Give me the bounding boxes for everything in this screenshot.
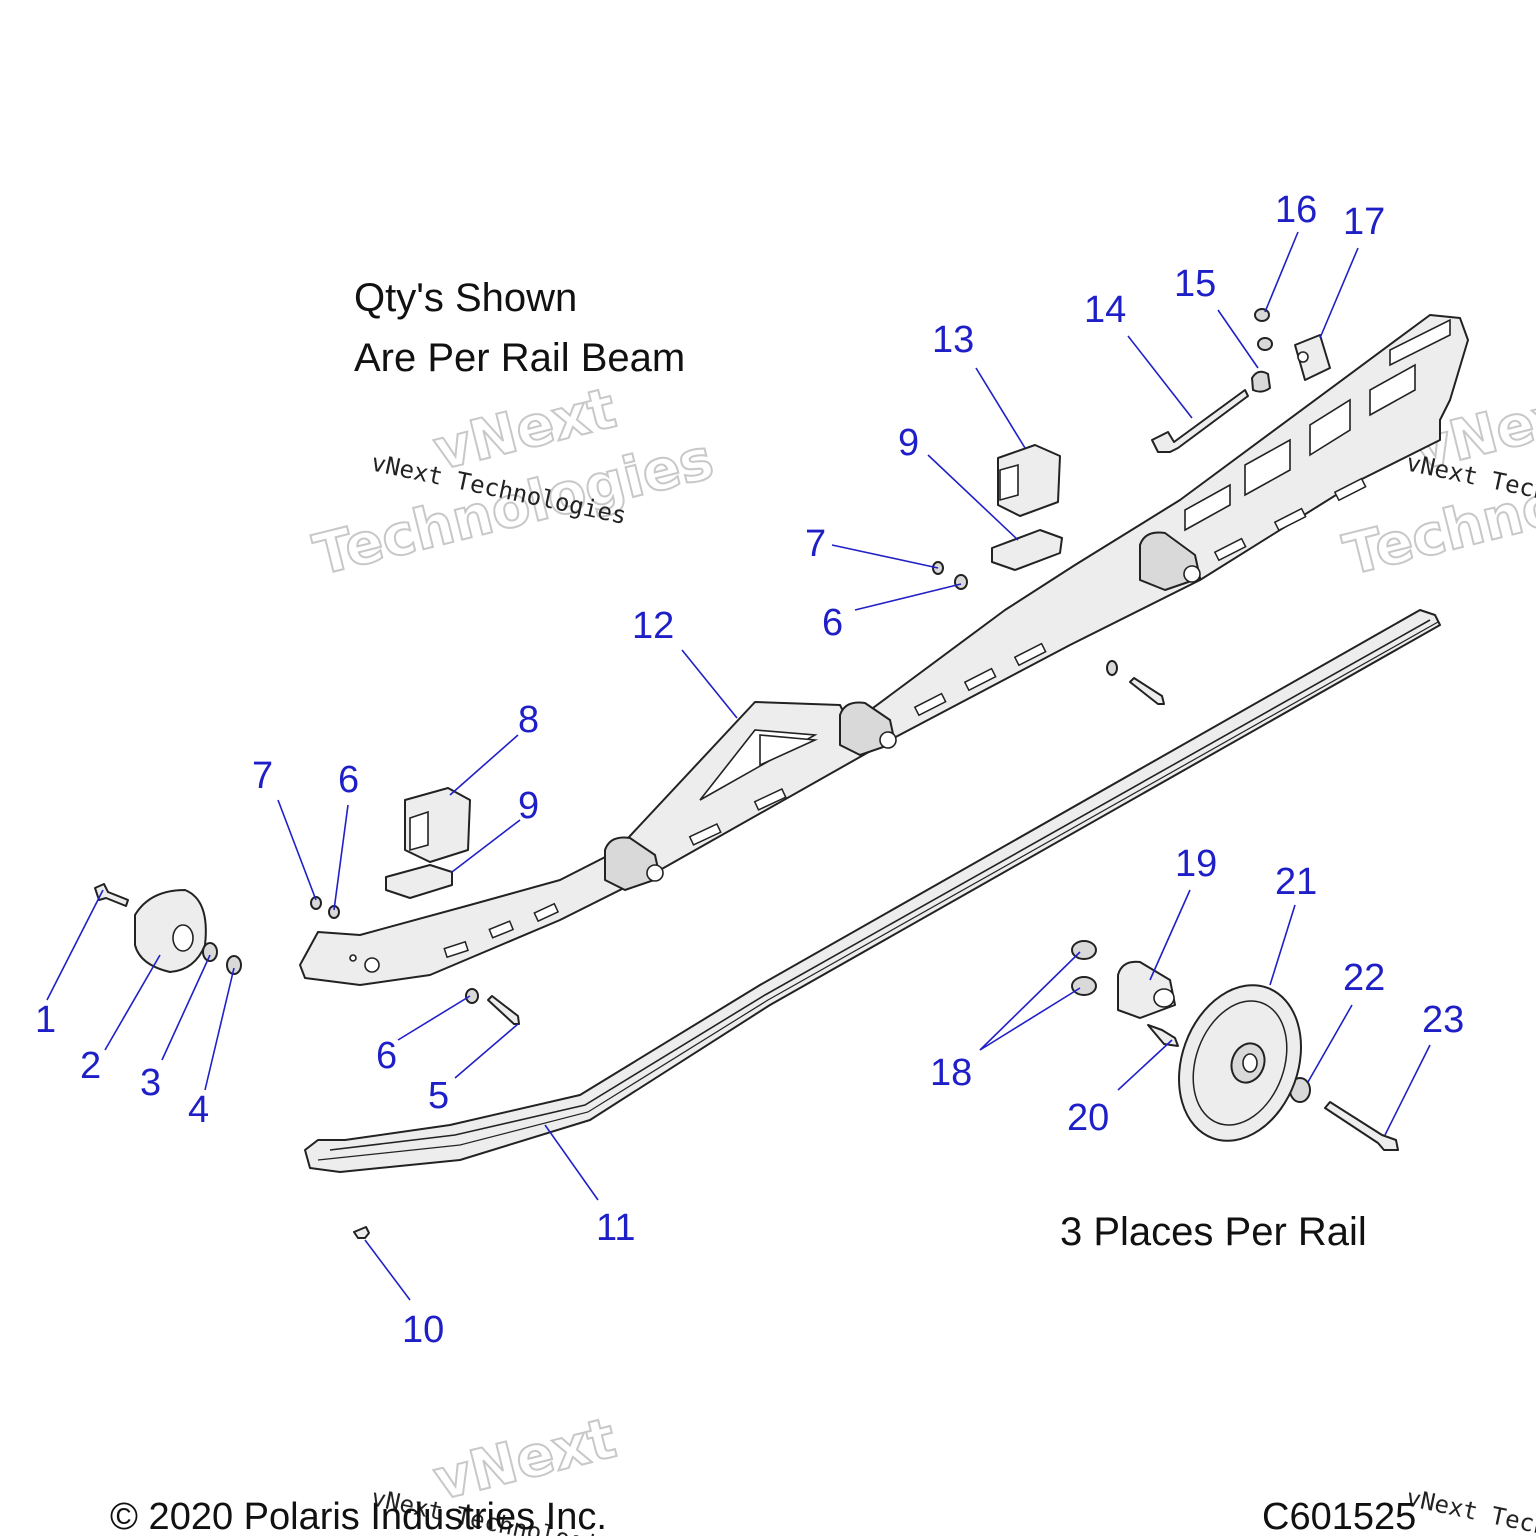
wear-blocks <box>385 444 1063 899</box>
watermark: vNext Technologies vNext Technologies vN… <box>307 375 1536 1536</box>
callout-17: 17 <box>1343 201 1385 243</box>
leader-lines <box>46 231 1431 1301</box>
callout-22: 22 <box>1343 957 1385 999</box>
copyright: © 2020 Polaris Industries Inc. <box>110 1496 607 1538</box>
callout-7-front: 7 <box>252 755 273 797</box>
callout-4: 4 <box>188 1089 209 1131</box>
callout-2: 2 <box>80 1045 101 1087</box>
callout-9-front: 9 <box>518 785 539 827</box>
diagram-code: C601525 <box>1262 1496 1417 1538</box>
qty-note-line1: Qty's Shown <box>354 276 578 320</box>
places-note: 3 Places Per Rail <box>1060 1210 1367 1254</box>
callout-5: 5 <box>428 1075 449 1117</box>
callout-1: 1 <box>35 999 56 1041</box>
callout-8: 8 <box>518 699 539 741</box>
callout-14: 14 <box>1084 289 1126 331</box>
callout-13: 13 <box>932 319 974 361</box>
callout-19: 19 <box>1175 843 1217 885</box>
hardware <box>94 308 1399 1239</box>
callout-16: 16 <box>1275 189 1317 231</box>
slide-strip <box>304 609 1441 1173</box>
callout-21: 21 <box>1275 861 1317 903</box>
callout-10: 10 <box>402 1309 444 1351</box>
callout-18: 18 <box>930 1052 972 1094</box>
callout-11: 11 <box>596 1207 635 1249</box>
callout-7-upper: 7 <box>805 523 826 565</box>
idler-assembly <box>1117 960 1302 1142</box>
callout-6-mid: 6 <box>376 1035 397 1077</box>
callout-6-upper: 6 <box>822 602 843 644</box>
callout-20: 20 <box>1067 1097 1109 1139</box>
callout-3: 3 <box>140 1062 161 1104</box>
qty-note-line2: Are Per Rail Beam <box>354 336 686 380</box>
callout-23: 23 <box>1422 999 1464 1041</box>
callout-15: 15 <box>1174 263 1216 305</box>
callouts: 1 2 3 4 5 6 6 6 7 7 8 9 9 10 11 12 13 14… <box>35 189 1464 1351</box>
rail-beam <box>299 314 1469 986</box>
callout-12: 12 <box>632 605 674 647</box>
watermark-small-bottom-right: vNext Technologies <box>1404 1483 1536 1536</box>
callout-9-upper: 9 <box>898 422 919 464</box>
callout-6-front: 6 <box>338 759 359 801</box>
